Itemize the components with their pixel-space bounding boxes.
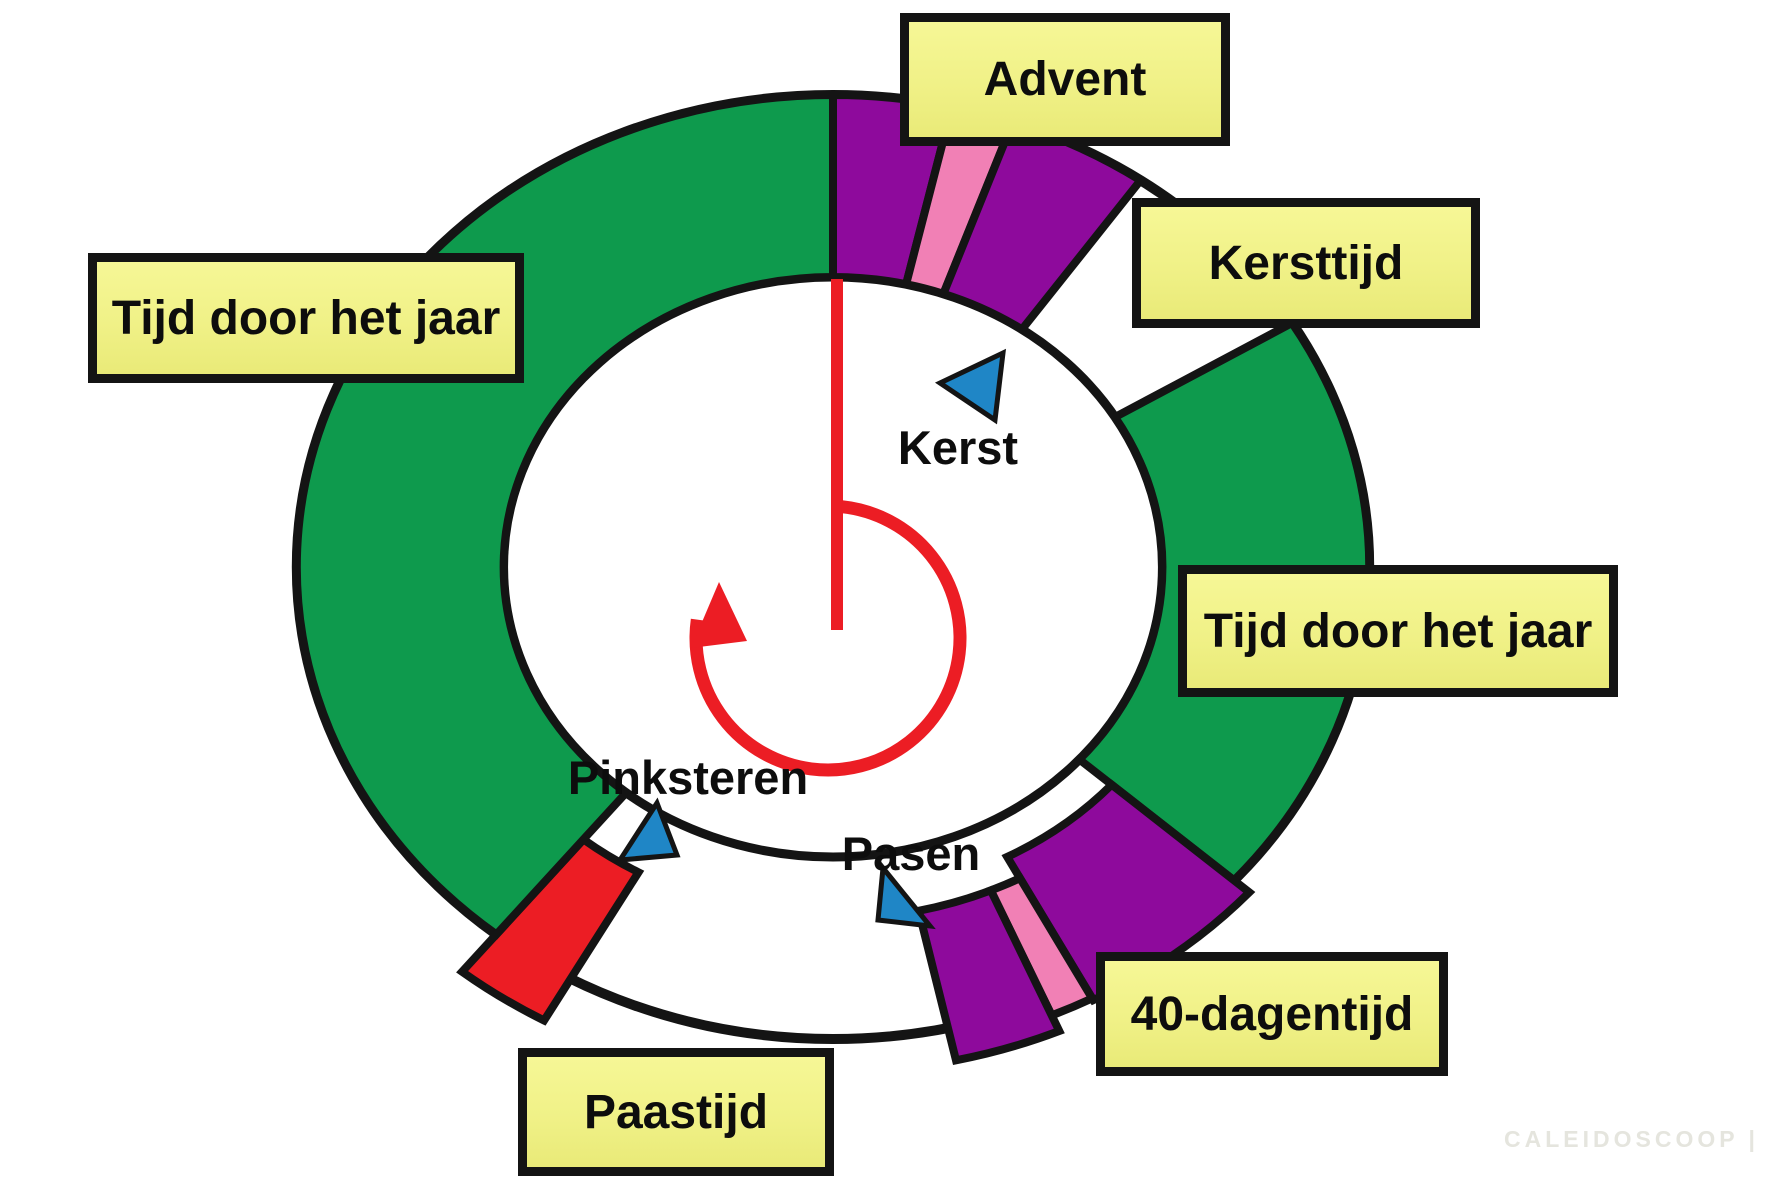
label-tijd-door-het-jaar-left: Tijd door het jaar [88, 253, 524, 383]
label-paastijd: Paastijd [518, 1048, 834, 1176]
marker-label-pinksteren: Pinksteren [567, 751, 809, 804]
watermark-caleidoscoop: CALEIDOSCOOP | [1504, 1126, 1759, 1152]
marker-label-pasen: Pasen [841, 827, 981, 880]
marker-triangle-pinksteren [615, 797, 681, 863]
marker-triangle-kerst [934, 348, 1007, 425]
rotation-arrow-head [691, 582, 747, 648]
label-40-dagentijd: 40-dagentijd [1096, 952, 1448, 1076]
segment-7-40-dagentijd [913, 885, 1065, 1065]
rotation-arrow-arc [689, 500, 967, 777]
label-tijd-door-het-jaar-right: Tijd door het jaar [1178, 565, 1618, 697]
marker-label-kerst: Kerst [897, 421, 1019, 474]
label-kersttijd: Kersttijd [1132, 198, 1480, 328]
label-advent: Advent [900, 13, 1230, 146]
marker-triangle-pasen [875, 861, 936, 930]
